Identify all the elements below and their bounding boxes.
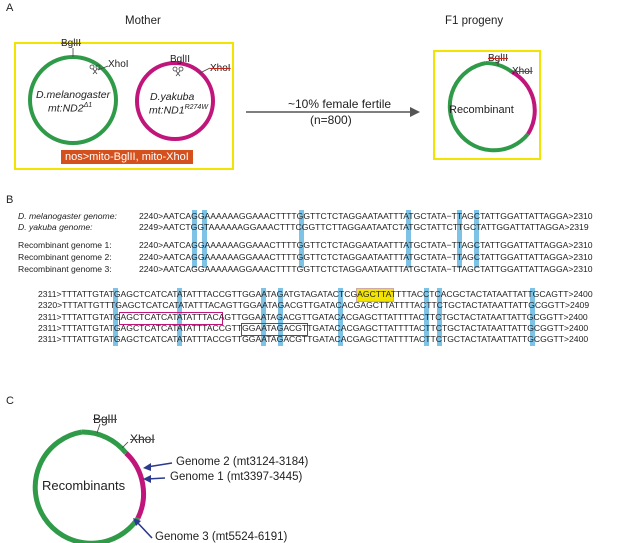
genome2-label: Genome 2 (mt3124-3184)	[176, 456, 309, 468]
recombinants-magenta-arc	[124, 451, 147, 520]
nos-banner: nos>mito-BglII, mito-XhoI	[61, 150, 193, 164]
arrow-text-1: ~10% female fertile	[288, 97, 392, 111]
seq-r2: 2240>AATCAGGAAAAAAGGAAACTTTTGGTTCTCTAGGA…	[139, 252, 593, 262]
seq-mel: 2240>AATCAGGAAAAAAGGAAACTTTTGGTTCTCTAGGA…	[139, 211, 593, 221]
f1-box	[433, 50, 541, 160]
mel-scissors-icon	[89, 64, 101, 75]
f1-title: F1 progeny	[445, 15, 504, 27]
seq-yak: 2249>AATCTGGTAAAAAAGGAAACTTTCGGTTCTTAGGA…	[139, 222, 589, 232]
panel-b-letter: B	[6, 194, 14, 206]
genome3-label: Genome 3 (mt5524-6191)	[155, 531, 288, 543]
mel-xhoi-label: XhoI	[108, 59, 129, 70]
yak-xhoi-label: XhoI	[210, 63, 231, 74]
mel-label-1: D.melanogaster	[36, 89, 111, 101]
seq-bottom-r1: 2311>TTTATTGTATGAGCTCATCATATATTTACAGTTGG…	[38, 312, 588, 322]
recombinants-label: Recombinants	[42, 478, 126, 493]
seq-label-yak: D. yakuba genome:	[18, 222, 93, 232]
seq-label-r2: Recombinant genome 2:	[18, 252, 112, 262]
mel-bglii-label: BglII	[61, 38, 82, 49]
recombinant-magenta-arc	[510, 70, 537, 136]
seq-bottom-r2: 2311>TTTATTGTATGAGCTCATCATATATTTACCGTTGG…	[38, 323, 589, 333]
mother-box	[14, 42, 234, 170]
genome3-arrow	[135, 520, 153, 539]
seq-label-mel: D. melanogaster genome:	[18, 211, 117, 221]
yak-bglii-label: BglII	[170, 54, 191, 65]
panel-c-graphics	[32, 423, 173, 543]
panel-a-graphics	[28, 48, 537, 153]
seq-bottom-r3: 2311>TTTATTGTATGAGCTCATCATATATTTACCGTTGG…	[38, 334, 589, 344]
yak-label-1: D.yakuba	[150, 91, 195, 103]
f1-bglii-label: BglII	[488, 53, 509, 64]
yak-scissors-icon	[172, 66, 184, 77]
panel-c-letter: C	[6, 395, 14, 407]
seq-bottom-yak: 2320>TTTATTGTTTGAGCTCATCATATATTTACAGTTGG…	[38, 300, 590, 310]
c-xhoi-label: XhoI	[130, 432, 155, 446]
yak-label-2: mt:ND1R274W	[149, 104, 208, 117]
f1-xhoi-label: XhoI	[512, 66, 533, 77]
mother-title: Mother	[125, 15, 161, 27]
recombinant-label: Recombinant	[449, 104, 514, 116]
panel-a-letter: A	[6, 2, 14, 14]
yakuba-genome-circle	[135, 61, 215, 141]
genome1-label: Genome 1 (mt3397-3445)	[170, 471, 303, 483]
c-bglii-label: BglII	[93, 412, 118, 426]
genome2-arrow	[146, 462, 173, 468]
seq-r3: 2240>AATCAGGAAAAAAGGAAACTTTTGGTTCTCTAGGA…	[139, 264, 593, 274]
seq-r1: 2240>AATCAGGAAAAAAGGAAACTTTTGGTTCTCTAGGA…	[139, 240, 593, 250]
seq-label-r1: Recombinant genome 1:	[18, 240, 112, 250]
mel-label-2: mt:ND2Δ1	[48, 102, 93, 115]
recombinants-green-arc	[32, 429, 141, 543]
seq-bottom-mel: 2311>TTTATTGTATGAGCTCATCATATATTTACCGTTGG…	[38, 289, 593, 299]
arrow-text-2: (n=800)	[310, 113, 352, 127]
seq-label-r3: Recombinant genome 3:	[18, 264, 112, 274]
recombinant-green-arc	[447, 61, 530, 153]
